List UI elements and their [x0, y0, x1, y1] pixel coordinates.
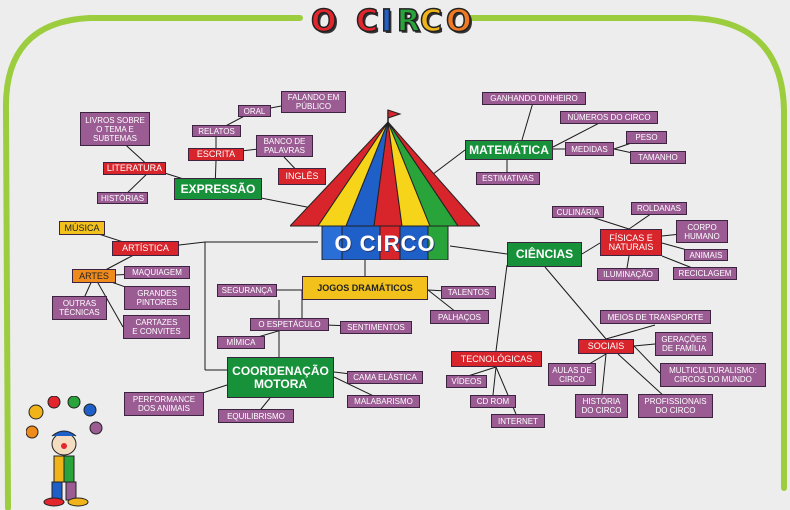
node-mimica[interactable]: MÍMICA	[217, 336, 265, 349]
node-musica[interactable]: MÚSICA	[59, 221, 105, 235]
node-corpo[interactable]: CORPO HUMANO	[676, 220, 728, 243]
frame-top-left	[2, 15, 303, 510]
node-ganhando[interactable]: GANHANDO DINHEIRO	[482, 92, 586, 105]
clown-juggler-icon	[26, 396, 103, 507]
node-geracoes[interactable]: GERAÇÕES DE FAMÍLIA	[655, 332, 713, 356]
title-letter: O	[310, 3, 337, 40]
node-meios[interactable]: MEIOS DE TRANSPORTE	[600, 310, 711, 324]
node-literatura[interactable]: LITERATURA	[103, 162, 166, 175]
node-banco[interactable]: BANCO DE PALAVRAS	[256, 135, 313, 157]
node-aulas[interactable]: AULAS DE CIRCO	[548, 363, 596, 386]
circus-tent-icon	[290, 109, 480, 260]
center-node-label: O CIRCO	[334, 231, 436, 256]
node-talentos[interactable]: TALENTOS	[441, 286, 496, 299]
node-internet[interactable]: INTERNET	[491, 414, 545, 428]
node-cartazes[interactable]: CARTAZES E CONVITES	[123, 315, 190, 339]
node-numeros[interactable]: NÚMEROS DO CIRCO	[560, 111, 658, 124]
node-sociais[interactable]: SOCIAIS	[578, 339, 634, 354]
node-multi[interactable]: MULTICULTURALISMO: CIRCOS DO MUNDO	[660, 363, 766, 387]
node-sentimentos[interactable]: SENTIMENTOS	[340, 321, 412, 334]
node-historias[interactable]: HISTÓRIAS	[97, 192, 148, 204]
node-reciclagem[interactable]: RECICLAGEM	[673, 267, 737, 280]
title-letter: R	[396, 3, 421, 40]
node-historia[interactable]: HISTÓRIA DO CIRCO	[575, 394, 628, 418]
node-cama[interactable]: CAMA ELÁSTICA	[347, 371, 423, 384]
node-matematica[interactable]: MATEMÁTICA	[465, 140, 553, 160]
node-tecnologicas[interactable]: TECNOLÓGICAS	[451, 351, 542, 367]
node-iluminacao[interactable]: ILUMINAÇÃO	[597, 268, 659, 281]
node-videos[interactable]: VÍDEOS	[446, 375, 487, 388]
node-medidas[interactable]: MEDIDAS	[565, 142, 614, 156]
title-letter: O	[445, 3, 472, 40]
node-cdrom[interactable]: CD ROM	[470, 395, 516, 408]
node-artistica[interactable]: ARTÍSTICA	[112, 241, 179, 256]
node-escrita[interactable]: ESCRITA	[188, 148, 244, 161]
node-animais[interactable]: ANIMAIS	[684, 249, 728, 261]
node-falando[interactable]: FALANDO EM PÚBLICO	[281, 91, 346, 113]
node-palhacos[interactable]: PALHAÇOS	[430, 310, 489, 324]
node-coordenacao[interactable]: COORDENAÇÃO MOTORA	[227, 357, 334, 398]
node-malabarismo[interactable]: MALABARISMO	[347, 395, 420, 408]
node-oral[interactable]: ORAL	[238, 105, 271, 117]
node-equilibrismo[interactable]: EQUILIBRISMO	[218, 409, 294, 423]
frame-top-right	[467, 15, 787, 491]
node-espetaculo[interactable]: O ESPETÁCULO	[250, 318, 329, 331]
node-maquiagem[interactable]: MAQUIAGEM	[124, 266, 190, 279]
node-relatos[interactable]: RELATOS	[192, 125, 241, 137]
node-tamanho[interactable]: TAMANHO	[630, 151, 686, 164]
node-livros[interactable]: LIVROS SOBRE O TEMA E SUBTEMAS	[80, 112, 150, 146]
node-roldanas[interactable]: ROLDANAS	[631, 202, 687, 215]
node-peso[interactable]: PESO	[626, 131, 667, 144]
title-letter: I	[380, 3, 393, 40]
title-letter: C	[419, 3, 443, 40]
title-letter: C	[355, 3, 379, 40]
node-outras[interactable]: OUTRAS TÉCNICAS	[52, 296, 107, 320]
node-profissionais[interactable]: PROFISSIONAIS DO CIRCO	[638, 394, 713, 418]
node-culinaria[interactable]: CULINÁRIA	[552, 206, 604, 218]
node-performance[interactable]: PERFORMANCE DOS ANIMAIS	[124, 392, 204, 416]
node-artes[interactable]: ARTES	[72, 269, 116, 283]
node-ingles[interactable]: INGLÊS	[278, 168, 326, 185]
node-expressao[interactable]: EXPRESSÃO	[174, 178, 262, 200]
node-fisicas[interactable]: FÍSICAS E NATURAIS	[600, 229, 662, 256]
node-seguranca[interactable]: SEGURANÇA	[217, 284, 277, 297]
node-jogos[interactable]: JOGOS DRAMÁTICOS	[302, 276, 428, 300]
node-grandes[interactable]: GRANDES PINTORES	[124, 286, 190, 310]
node-estimativas[interactable]: ESTIMATIVAS	[476, 172, 540, 185]
node-ciencias[interactable]: CIÊNCIAS	[507, 242, 582, 267]
